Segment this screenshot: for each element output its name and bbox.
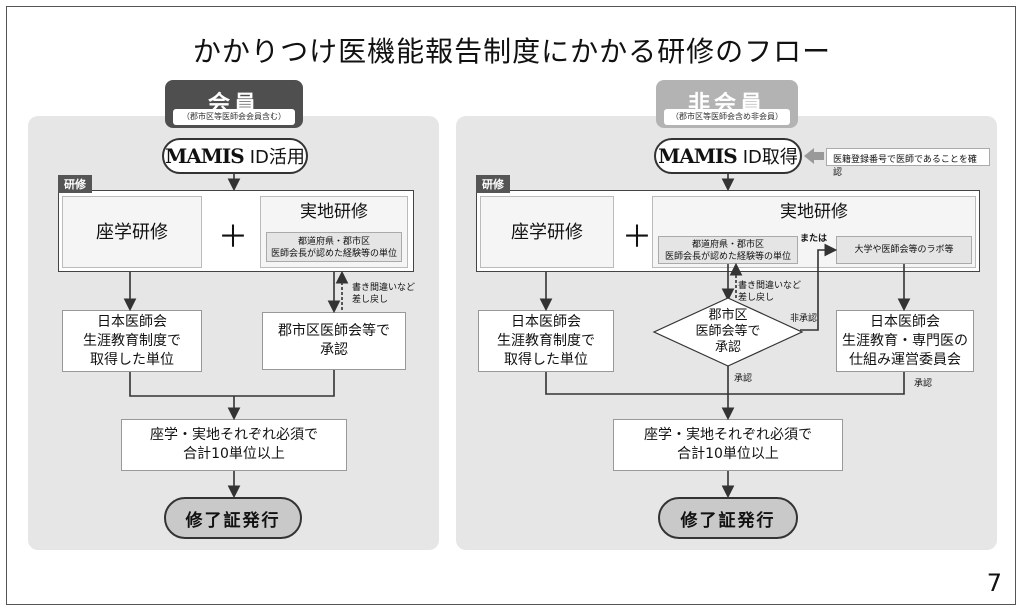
nonmember-zagaku-label: 座学研修 bbox=[511, 221, 583, 243]
slide-frame bbox=[6, 6, 1016, 605]
nonmember-required-line1: 座学・実地それぞれ必須で bbox=[644, 427, 812, 443]
member-approve-line2: 承認 bbox=[320, 342, 348, 358]
nonmember-id-label: ID取得 bbox=[742, 147, 798, 168]
member-zagaku-label: 座学研修 bbox=[96, 221, 168, 243]
nonmember-committee-line3: 仕組み運営委員会 bbox=[849, 351, 961, 368]
nonmember-header-sub: （郡市区等医師会含め非会員） bbox=[664, 109, 790, 125]
member-return-line2: 差し戻し bbox=[352, 295, 389, 305]
nonmember-committee-line2: 生涯教育・専門医の bbox=[842, 332, 968, 349]
member-unit-line2: 生涯教育制度で bbox=[83, 332, 181, 349]
nonmember-return-note: 書き間違いなど 差し戻し bbox=[738, 280, 801, 304]
nonmember-return-line2: 差し戻し bbox=[738, 293, 775, 303]
right-diamond-line2: 医師会等で bbox=[695, 324, 761, 339]
nonmember-training-tag: 研修 bbox=[476, 175, 510, 193]
nonmember-committee-line1: 日本医師会 bbox=[870, 313, 940, 330]
nonmember-committee-box: 日本医師会 生涯教育・専門医の 仕組み運営委員会 bbox=[836, 310, 974, 372]
mamis-logo: MAMIS bbox=[165, 144, 245, 168]
member-unit-box: 日本医師会 生涯教育制度で 取得した単位 bbox=[62, 310, 202, 372]
page-title: かかりつけ医機能報告制度にかかる研修のフロー bbox=[192, 35, 832, 68]
member-return-line1: 書き間違いなど bbox=[352, 283, 416, 293]
mamis-logo-right: MAMIS bbox=[658, 144, 738, 168]
nonmember-approve-label: 承認 bbox=[734, 374, 753, 384]
member-jicchi-sub: 都道府県・郡市区 医師会長が認めた経験等の単位 bbox=[266, 232, 402, 262]
right-diamond-line3: 承認 bbox=[714, 340, 741, 355]
member-id-label: ID活用 bbox=[249, 147, 305, 168]
member-jicchi-sub-line1: 都道府県・郡市区 bbox=[297, 237, 370, 247]
member-plus-sign: ＋ bbox=[218, 220, 248, 255]
nonmember-jicchi-label: 実地研修 bbox=[780, 202, 848, 222]
nonmember-required-line2: 合計10単位以上 bbox=[677, 446, 779, 462]
member-jicchi-label: 実地研修 bbox=[300, 202, 368, 222]
nonmember-lab-box: 大学や医師会等のラボ等 bbox=[836, 236, 972, 264]
member-return-note: 書き間違いなど 差し戻し bbox=[352, 282, 415, 306]
member-unit-line1: 日本医師会 bbox=[97, 313, 167, 330]
right-approval-diamond bbox=[652, 297, 804, 367]
right-diamond-text: 郡市区 医師会等で 承認 bbox=[680, 308, 776, 356]
nonmember-unit-line3: 取得した単位 bbox=[504, 351, 588, 368]
nonmember-unit-line1: 日本医師会 bbox=[511, 313, 581, 330]
right-diamond-line1: 郡市区 bbox=[708, 308, 748, 323]
nonmember-confirm-note: 医籍登録番号で医師であることを確認 bbox=[826, 148, 990, 178]
nonmember-certificate-label: 修了証発行 bbox=[680, 510, 776, 531]
nonmember-reject-label: 非承認 bbox=[790, 314, 818, 324]
member-certificate-label: 修了証発行 bbox=[185, 510, 281, 531]
member-certificate-pill: 修了証発行 bbox=[164, 497, 302, 539]
nonmember-jicchi-sub-line1: 都道府県・郡市区 bbox=[691, 240, 764, 250]
member-mamis-id-pill: MAMIS ID活用 bbox=[162, 138, 308, 174]
nonmember-unit-line2: 生涯教育制度で bbox=[497, 332, 595, 349]
member-zagaku-box: 座学研修 bbox=[62, 196, 202, 268]
member-required-line1: 座学・実地それぞれ必須で bbox=[150, 427, 318, 443]
note-arrow-icon bbox=[804, 148, 824, 164]
nonmember-or-label: または bbox=[800, 234, 828, 244]
member-header: 会員 （郡市区等医師会会員含む） bbox=[165, 80, 303, 128]
nonmember-jicchi-sub: 都道府県・郡市区 医師会長が認めた経験等の単位 bbox=[658, 236, 798, 264]
right-merge-line bbox=[545, 372, 905, 395]
nonmember-approve-label-2: 承認 bbox=[914, 379, 933, 389]
member-unit-line3: 取得した単位 bbox=[90, 351, 174, 368]
member-training-tag: 研修 bbox=[58, 175, 92, 193]
nonmember-jicchi-sub-line2: 医師会長が認めた経験等の単位 bbox=[664, 252, 791, 262]
member-required-box: 座学・実地それぞれ必須で 合計10単位以上 bbox=[121, 419, 347, 471]
member-approve-box: 郡市区医師会等で 承認 bbox=[262, 312, 406, 370]
page-number: 7 bbox=[986, 569, 1002, 597]
member-required-line2: 合計10単位以上 bbox=[183, 446, 285, 462]
nonmember-unit-box: 日本医師会 生涯教育制度で 取得した単位 bbox=[478, 310, 614, 372]
nonmember-mamis-id-pill: MAMIS ID取得 bbox=[654, 138, 802, 174]
right-arrow-reject bbox=[800, 243, 838, 331]
nonmember-zagaku-box: 座学研修 bbox=[480, 196, 614, 268]
member-header-sub: （郡市区等医師会会員含む） bbox=[173, 109, 295, 125]
nonmember-return-line1: 書き間違いなど bbox=[738, 281, 802, 291]
member-jicchi-sub-line2: 医師会長が認めた経験等の単位 bbox=[270, 249, 397, 259]
nonmember-header: 非会員 （郡市区等医師会含め非会員） bbox=[656, 80, 798, 128]
left-merge-line bbox=[129, 370, 335, 397]
nonmember-plus-sign: ＋ bbox=[622, 220, 652, 255]
member-approve-line1: 郡市区医師会等で bbox=[278, 323, 390, 339]
